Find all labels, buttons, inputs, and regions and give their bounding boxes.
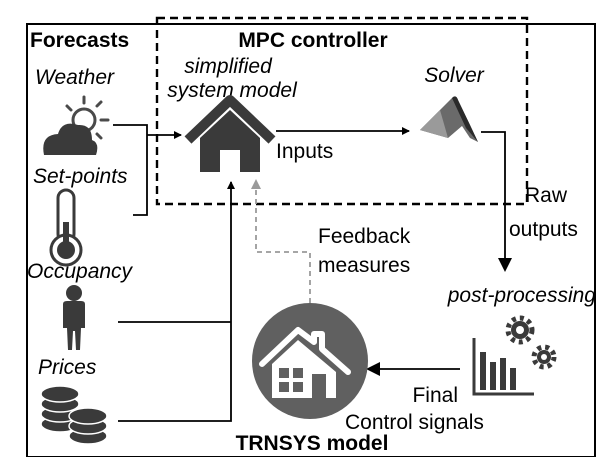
solver-to-post-arrow [481, 131, 512, 272]
mpc-controller-box [155, 16, 529, 206]
prices-label: Prices [38, 356, 97, 379]
raw-outputs-line2: outputs [509, 218, 578, 241]
raw-outputs-line1: Raw [525, 184, 568, 207]
sun-cloud-icon [43, 95, 110, 155]
thermometer-icon [49, 188, 83, 267]
outer-frame [26, 23, 596, 457]
trnsys-heading: TRNSYS model [236, 432, 389, 455]
house-icon [184, 95, 276, 172]
chart-gears-icon [472, 315, 557, 396]
final-label-line2: Control signals [345, 411, 484, 434]
model-label-line2: system model [167, 79, 298, 102]
prices-connector [118, 181, 235, 422]
person-icon [63, 285, 85, 350]
final-label-line1: Final [412, 384, 458, 407]
post-processing-label: post-processing [447, 284, 597, 307]
weather-connector [113, 124, 148, 216]
house-circle-icon [252, 303, 368, 419]
solver-label: Solver [424, 64, 485, 87]
mpc-heading: MPC controller [238, 29, 387, 52]
inputs-label: Inputs [276, 140, 333, 163]
model-label-line1: simplified [184, 55, 273, 78]
weather-label: Weather [35, 66, 115, 89]
coins-icon [40, 385, 108, 445]
feedback-label-line2: measures [318, 254, 410, 277]
forecasts-heading: Forecasts [30, 29, 129, 52]
occupancy-label: Occupancy [27, 260, 134, 283]
feedback-arrow [251, 179, 311, 303]
feedback-label-line1: Feedback [318, 225, 411, 248]
matlab-logo-icon [420, 96, 478, 142]
setpoints-label: Set-points [33, 165, 128, 188]
